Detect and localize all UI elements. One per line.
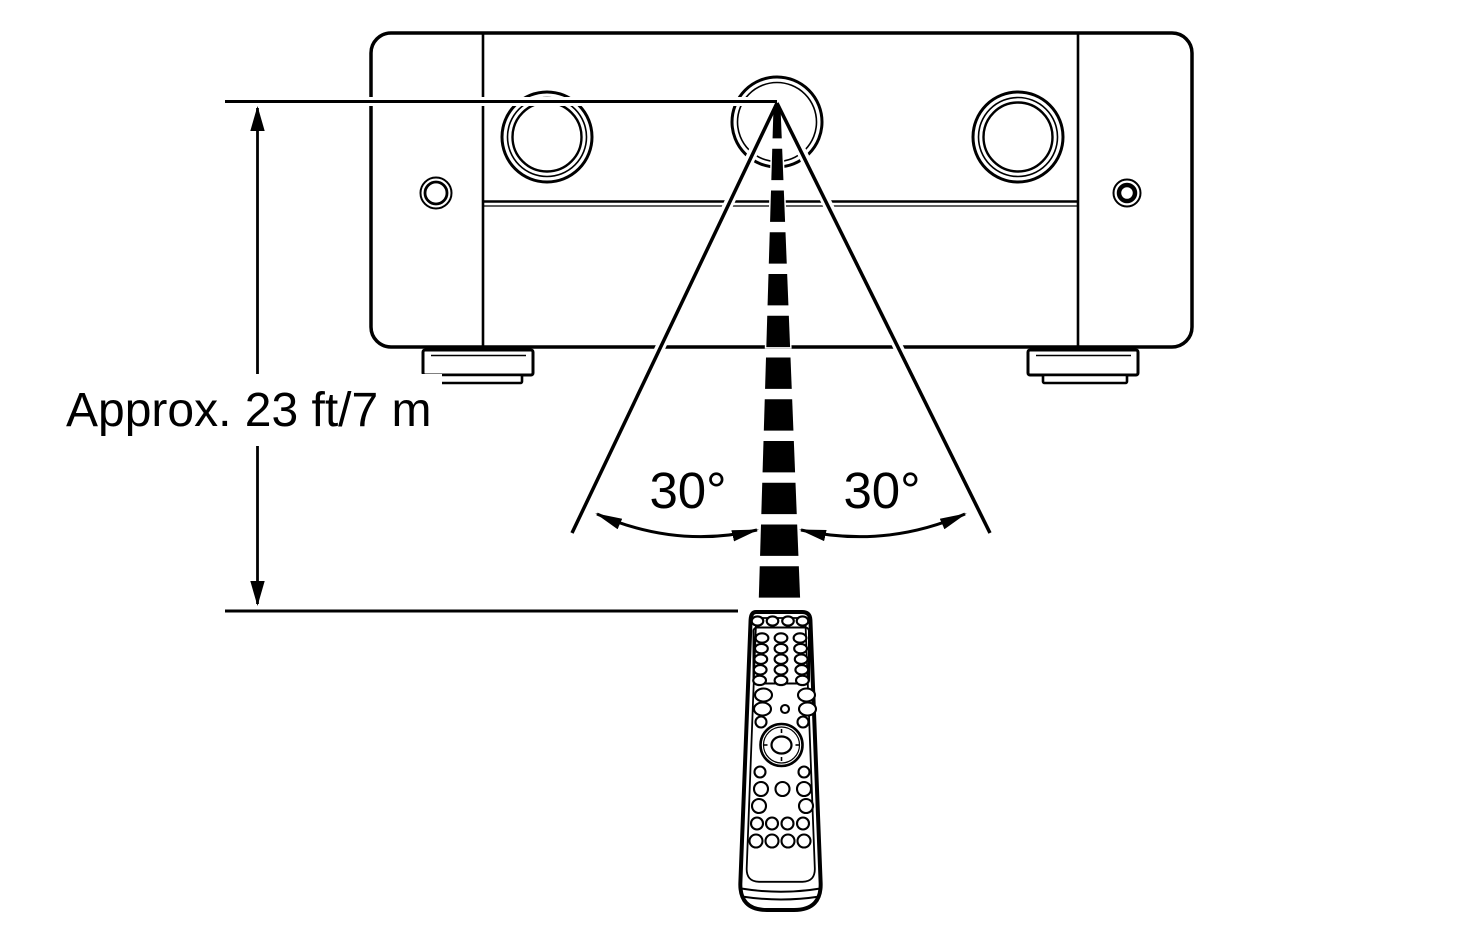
- angle-left-label: 30°: [649, 462, 726, 519]
- remote-button: [792, 632, 808, 644]
- input-selector-knob: [500, 90, 594, 184]
- remote-button: [796, 833, 812, 849]
- remote-button: [781, 615, 795, 627]
- remote-button: [753, 765, 767, 779]
- remote-button: [794, 674, 810, 687]
- ir-beam-dash: [767, 274, 789, 306]
- receiver-foot-left: [421, 348, 535, 385]
- remote-buttons: [748, 615, 818, 849]
- remote-button: [796, 715, 810, 729]
- remote-button: [774, 780, 791, 798]
- remote-button: [793, 653, 809, 665]
- remote-button: [773, 632, 789, 644]
- remote-button: [795, 816, 811, 831]
- remote-button: [753, 687, 774, 703]
- remote-button: [764, 833, 780, 849]
- remote-button: [753, 653, 769, 665]
- remote-button: [795, 780, 813, 798]
- remote-dpad-center-button: [770, 735, 793, 755]
- ir-beam-dash: [766, 315, 791, 348]
- remote-button: [753, 642, 769, 655]
- ir-beam-dash: [762, 441, 796, 473]
- remote-base-line-2: [741, 895, 820, 901]
- ir-beam-dash: [770, 190, 786, 222]
- angle-right-arc-arrow: [799, 512, 967, 542]
- remote-button: [794, 664, 810, 676]
- remote-button: [780, 816, 795, 831]
- distance-label-backdrop: [60, 374, 442, 446]
- remote-button: [752, 664, 768, 676]
- receiver-foot-right: [1026, 348, 1140, 385]
- remote-button: [754, 715, 768, 729]
- remote-button: [773, 664, 789, 676]
- ir-beam-dash: [768, 232, 787, 264]
- range-lines: [225, 100, 992, 598]
- power-button: [419, 176, 453, 210]
- distance-dimension: Approx. 23 ft/7 m: [60, 106, 738, 613]
- remote-button: [780, 833, 796, 849]
- remote-button: [797, 701, 818, 717]
- remote-base-line-1: [741, 887, 821, 893]
- ir-beam-dash: [760, 524, 799, 556]
- remote-button: [752, 701, 773, 717]
- remote-button: [748, 833, 764, 849]
- remote-button: [765, 615, 780, 627]
- ir-beam-dash: [761, 482, 797, 515]
- remote-button: [779, 703, 791, 715]
- distance-label: Approx. 23 ft/7 m: [66, 384, 432, 437]
- remote-button: [773, 642, 789, 655]
- range-cone-right-line: [775, 102, 992, 534]
- remote-dpad: [759, 722, 804, 768]
- ir-beam-dash: [771, 148, 784, 181]
- remote-button: [797, 765, 811, 779]
- remote-button: [793, 642, 809, 655]
- remote-button: [749, 816, 765, 831]
- remote-button: [752, 674, 768, 687]
- range-cone-left-line: [570, 102, 779, 534]
- remote-button: [750, 615, 765, 627]
- remote-button: [754, 632, 770, 644]
- ir-beam-dash: [758, 566, 801, 598]
- volume-knob: [971, 90, 1065, 184]
- remote-button: [764, 816, 780, 831]
- headphone-jack: [1112, 178, 1142, 208]
- remote-button: [752, 780, 770, 798]
- ir-beam-dash: [765, 357, 792, 389]
- ir-beam-dash: [772, 107, 782, 139]
- remote-control-illustration: [738, 610, 823, 912]
- angle-left-arc-arrow: [595, 512, 759, 542]
- remote-button: [773, 674, 789, 687]
- remote-button: [795, 615, 810, 627]
- remote-button: [750, 797, 768, 815]
- angle-right-label: 30°: [843, 462, 920, 519]
- remote-button: [773, 653, 789, 665]
- remote-button: [796, 687, 817, 703]
- remote-button: [797, 797, 815, 815]
- angle-annotations: 30° 30°: [595, 462, 967, 542]
- ir-beam-dash: [763, 399, 794, 431]
